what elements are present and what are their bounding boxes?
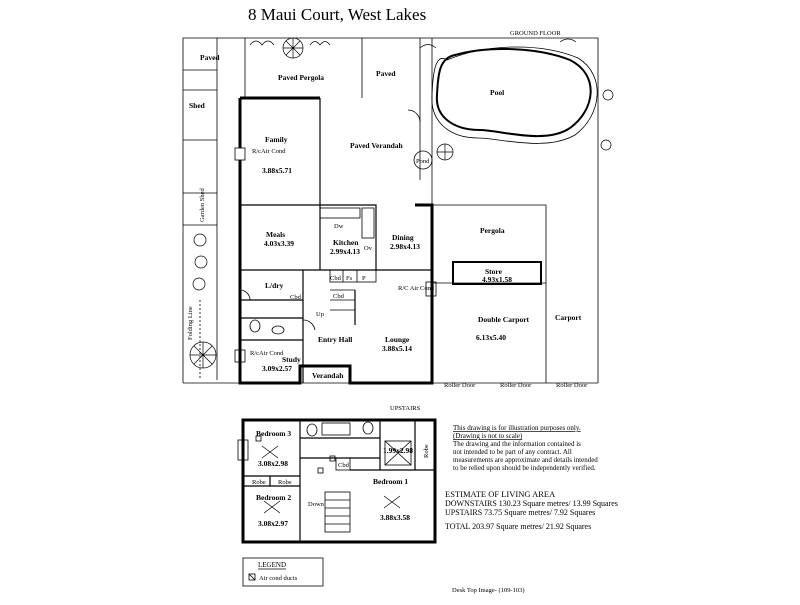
label-pond: Pond <box>416 158 430 165</box>
air-cond-duct-icon <box>248 573 256 581</box>
label-shed: Shed <box>189 101 206 110</box>
label-robe-1: Robe <box>252 479 266 486</box>
disclaimer-line-1: This drawing is for illustration purpose… <box>453 424 581 432</box>
label-bedroom-2-dim: 3.08x2.97 <box>258 519 288 528</box>
estimate-upstairs: UPSTAIRS 73.75 Square metres/ 7.92 Squar… <box>445 508 595 517</box>
label-rc-air-family: R/cAir Cond <box>252 148 286 155</box>
label-paved-verandah: Paved Verandah <box>350 141 404 150</box>
label-study-dim: 3.09x2.57 <box>262 364 292 373</box>
label-down: Down <box>308 501 325 508</box>
label-dw: Dw <box>334 223 344 230</box>
estimate-heading: ESTIMATE OF LIVING AREA <box>445 489 556 499</box>
label-p: P <box>362 275 366 282</box>
ground-floor-plan: Paved Paved Pergola Paved Pool Shed Gard… <box>182 37 614 389</box>
label-kitchen: Kitchen <box>333 238 359 247</box>
disclaimer-line-3: The drawing and the information containe… <box>453 440 581 448</box>
label-cbd-upstairs: Cbd <box>338 462 350 469</box>
label-fs: Fs <box>346 275 353 282</box>
label-family: Family <box>265 135 288 144</box>
footer-credit: Desk Top Image- (109-103) <box>452 587 525 594</box>
plan-title: 8 Maui Court, West Lakes <box>248 5 426 24</box>
legend-item: Air cond ducts <box>259 575 298 582</box>
label-carport-dim: 6.13x5.40 <box>476 333 506 342</box>
label-robe-2: Robe <box>278 479 292 486</box>
living-area-estimate: ESTIMATE OF LIVING AREA DOWNSTAIRS 130.2… <box>445 489 618 531</box>
label-kitchen-dim: 2.99x4.13 <box>330 247 360 256</box>
ground-floor-label: GROUND FLOOR <box>510 30 561 37</box>
disclaimer-line-6: to be relied upon should be independentl… <box>453 464 596 472</box>
label-lounge: Lounge <box>385 335 410 344</box>
estimate-total: TOTAL 203.97 Square metres/ 21.92 Square… <box>445 522 591 531</box>
label-cbd-2: Cbd <box>330 275 342 282</box>
label-bedroom-3: Bedroom 3 <box>256 429 291 438</box>
label-bedroom-3-dim: 3.08x2.98 <box>258 459 288 468</box>
legend: LEGEND Air cond ducts <box>242 557 324 587</box>
label-dining-dim: 2.98x4.13 <box>390 242 420 251</box>
upstairs-plan: Bedroom 3 3.08x2.98 Robe Robe Robe Bedro… <box>237 418 437 544</box>
label-up: Up <box>316 311 324 318</box>
label-store: Store <box>485 267 503 276</box>
label-robe-3: Robe <box>423 444 430 458</box>
label-roller-door-3: Roller Door <box>556 382 588 389</box>
disclaimer-line-2: (Drawing is not to scale) <box>453 432 523 440</box>
label-paved-pergola: Paved Pergola <box>278 73 324 82</box>
label-garden-shed: Garden Shed <box>199 187 206 222</box>
label-meals-dim: 4.03x3.39 <box>264 239 294 248</box>
label-folding-line: Folding Line <box>187 306 194 340</box>
label-study: Study <box>282 355 301 364</box>
label-cbd-3: Cbd <box>333 293 345 300</box>
label-entry-hall: Entry Hall <box>318 335 352 344</box>
label-rc-air-lounge: R/C Air Cond <box>398 285 435 292</box>
label-roller-door-2: Roller Door <box>500 382 532 389</box>
label-bedroom-2: Bedroom 2 <box>256 493 291 502</box>
label-rc-air-study: R/cAir Cond <box>250 350 284 357</box>
label-store-dim: 4.93x1.58 <box>482 275 512 284</box>
label-bath-dim: 1.99x2.98 <box>383 446 413 455</box>
disclaimer: This drawing is for illustration purpose… <box>453 424 598 472</box>
upstairs-label: UPSTAIRS <box>390 405 421 412</box>
legend-title: LEGEND <box>258 561 286 569</box>
label-carport: Carport <box>555 313 582 322</box>
label-ov: Ov <box>364 245 373 252</box>
label-pergola: Pergola <box>480 226 505 235</box>
label-cbd-1: Cbd <box>290 294 302 301</box>
label-pool: Pool <box>490 88 504 97</box>
label-bedroom-1-dim: 3.88x3.58 <box>380 513 410 522</box>
disclaimer-line-4: not intended to be part of any contract.… <box>453 448 572 456</box>
disclaimer-line-5: measurements are approximate and details… <box>453 456 598 464</box>
label-verandah: Verandah <box>312 371 344 380</box>
label-lounge-dim: 3.88x5.14 <box>382 344 412 353</box>
label-dining: Dining <box>392 233 414 242</box>
label-roller-door-1: Roller Door <box>444 382 476 389</box>
label-bedroom-1: Bedroom 1 <box>373 477 408 486</box>
label-double-carport: Double Carport <box>478 315 530 324</box>
label-ldry: L/dry <box>265 281 284 290</box>
label-paved: Paved <box>200 53 220 62</box>
estimate-downstairs: DOWNSTAIRS 130.23 Square metres/ 13.99 S… <box>445 499 618 508</box>
label-paved-2: Paved <box>376 69 396 78</box>
label-family-dim: 3.88x5.71 <box>262 166 292 175</box>
label-meals: Meals <box>266 230 285 239</box>
